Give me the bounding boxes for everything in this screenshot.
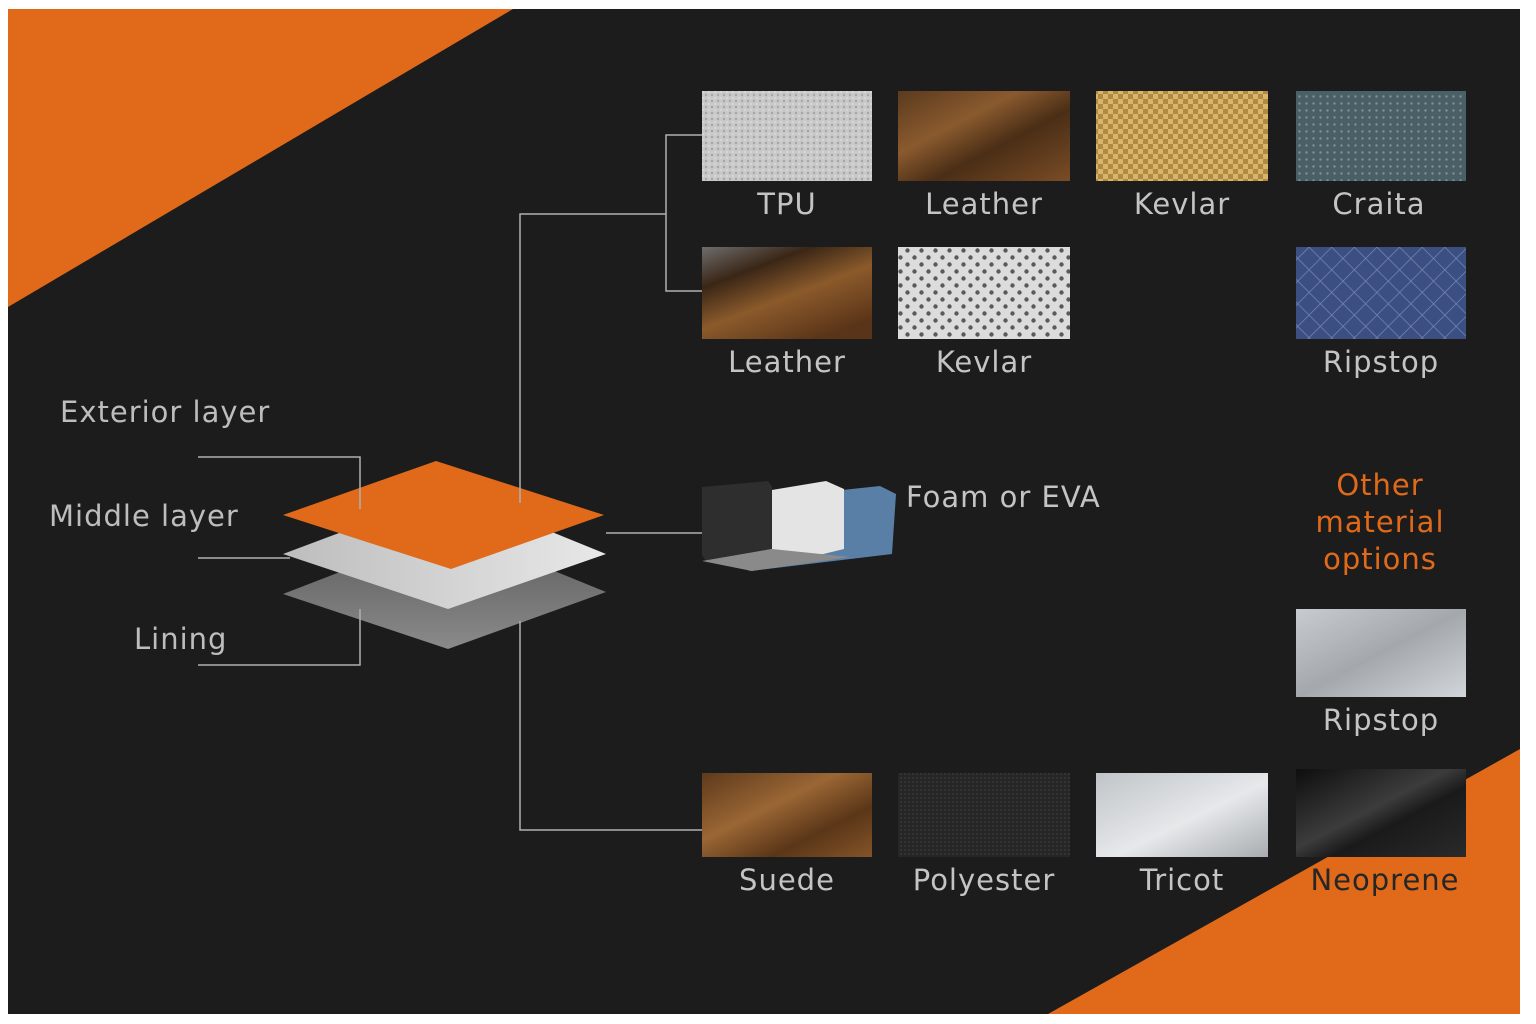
lining-connector — [198, 609, 361, 666]
material-label-tricot: Tricot — [1139, 863, 1225, 897]
foam-eva-swatch — [702, 481, 896, 571]
material-label-kevlar: Kevlar — [1133, 187, 1231, 221]
material-label-neoprene: Neoprene — [1310, 863, 1460, 897]
material-label-leather: Leather — [925, 187, 1043, 221]
exterior-connector — [198, 456, 361, 509]
exterior-row-bracket — [665, 134, 702, 292]
swatch-ripstop-blue — [1296, 247, 1466, 339]
diagram-graphics — [8, 9, 1520, 1014]
swatch-tpu — [702, 91, 872, 181]
swatch-neoprene — [1296, 769, 1466, 857]
diagram-canvas: Exterior layer Middle layer Lining TPU L… — [8, 9, 1520, 1014]
other-material-options: Other material options — [1315, 468, 1445, 576]
exterior-tree-connector — [519, 213, 666, 503]
swatch-leather-2 — [702, 247, 872, 339]
swatch-suede — [702, 773, 872, 857]
swatch-leather — [898, 91, 1070, 181]
swatch-tricot — [1096, 773, 1268, 857]
top-left-accent — [8, 9, 513, 307]
material-label-leather-2: Leather — [728, 345, 846, 379]
swatch-kevlar — [1096, 91, 1268, 181]
material-label-ripstop: Ripstop — [1322, 345, 1440, 379]
lining-label: Lining — [134, 622, 228, 656]
material-label-craita: Craita — [1332, 187, 1426, 221]
swatch-craita — [1296, 91, 1466, 181]
swatch-ripstop-gray — [1296, 609, 1466, 697]
material-label-tpu: TPU — [757, 187, 817, 221]
exterior-sheet — [283, 461, 604, 569]
material-label-suede: Suede — [739, 863, 835, 897]
swatch-polyester — [898, 773, 1070, 857]
material-label-ripstop-other: Ripstop — [1322, 703, 1440, 737]
exterior-layer-label: Exterior layer — [60, 395, 271, 429]
middle-layer-label: Middle layer — [49, 499, 239, 533]
swatch-kevlar-2 — [898, 247, 1070, 339]
material-label-foam-eva: Foam or EVA — [906, 480, 1101, 514]
material-label-polyester: Polyester — [912, 863, 1056, 897]
lining-tree-connector — [519, 621, 702, 831]
material-label-kevlar-2: Kevlar — [935, 345, 1033, 379]
